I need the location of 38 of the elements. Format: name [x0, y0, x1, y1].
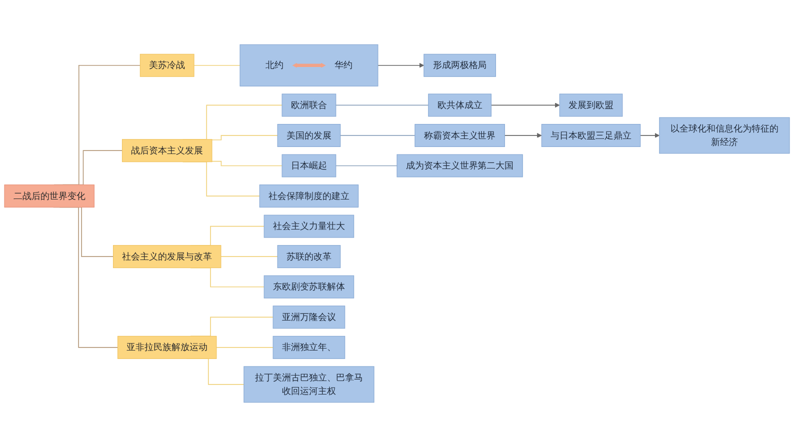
arrow: [640, 133, 660, 138]
node-box: 欧洲联合: [282, 94, 336, 117]
connector: [212, 135, 278, 140]
node-box: 苏联的改革: [277, 245, 341, 268]
node-box: 欧共体成立: [428, 94, 492, 117]
connector: [212, 160, 282, 166]
node-box: 形成两极格局: [424, 54, 496, 77]
node-box: 非洲独立年、: [272, 336, 346, 359]
node-box: 社会主义的发展与改革: [113, 245, 222, 268]
node-box: 美国的发展: [277, 124, 341, 147]
node-box: 社会保障制度的建立: [259, 184, 359, 208]
node-box: 亚洲万隆会议: [272, 306, 346, 329]
node-box: 发展到欧盟: [559, 94, 623, 117]
node-box: 社会主义力量壮大: [264, 214, 354, 238]
node-text: 北约: [266, 60, 284, 70]
node-box: 称霸资本主义世界: [414, 124, 505, 147]
arrow: [504, 133, 542, 138]
connector: [335, 165, 398, 166]
cluster: [240, 44, 378, 86]
node-box: 亚非拉民族解放运动: [117, 336, 217, 359]
connector: [335, 104, 429, 106]
node-box: 美苏冷战: [140, 54, 194, 77]
node-box: 战后资本主义发展: [122, 139, 212, 162]
node-box: 与日本欧盟三足鼎立: [541, 124, 641, 147]
node-box: 以全球化和信息化为特征的新经济: [659, 117, 790, 154]
arrow: [292, 62, 326, 68]
connector: [194, 64, 240, 66]
arrow: [378, 62, 424, 68]
node-box: 东欧剧变苏联解体: [264, 275, 354, 298]
node-box: 拉丁美洲古巴独立、巴拿马收回运河主权: [244, 366, 374, 403]
connector: [340, 135, 416, 136]
arrow: [490, 102, 560, 108]
node-box: 二战后的世界变化: [4, 184, 94, 208]
node-box: 日本崛起: [282, 154, 336, 178]
connector: [220, 256, 278, 257]
node-box: 成为资本主义世界第二大国: [396, 154, 523, 178]
node-text: 华约: [334, 60, 352, 70]
connector: [216, 347, 274, 348]
